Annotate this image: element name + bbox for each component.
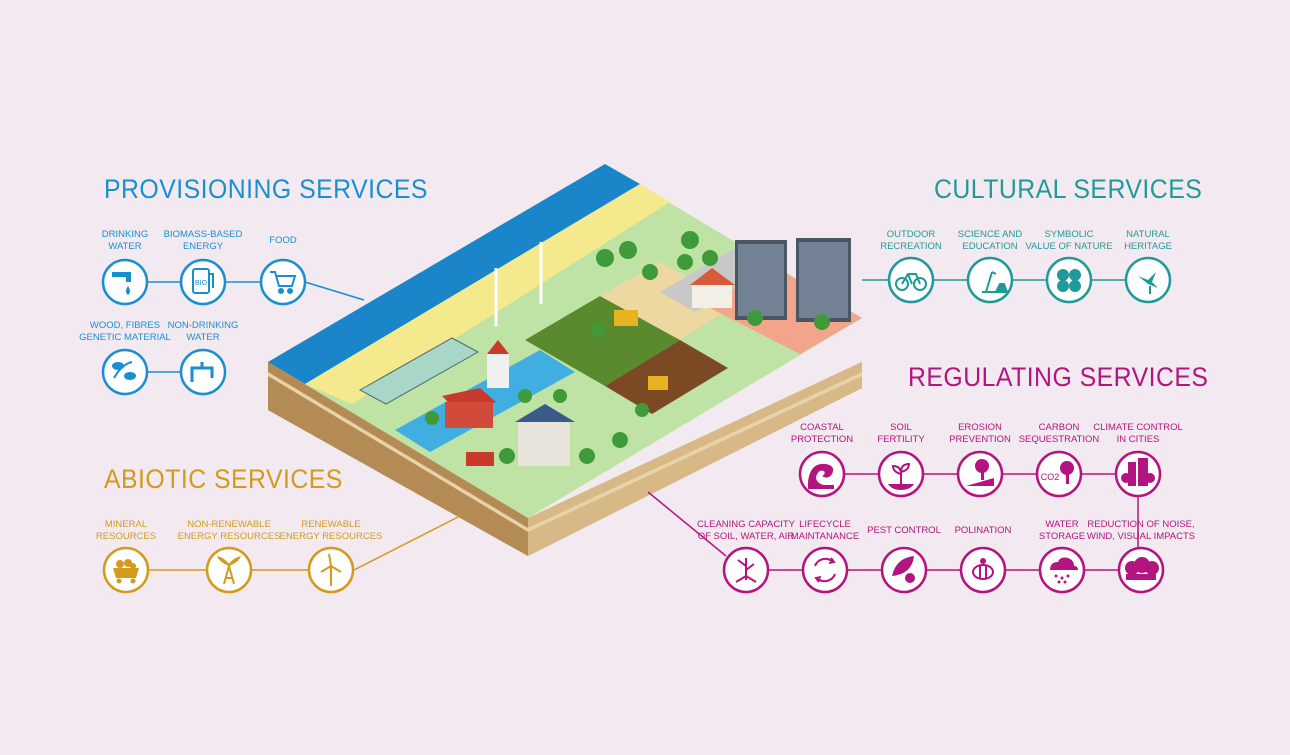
- svg-text:CO2: CO2: [1041, 472, 1060, 482]
- shopping-cart-icon: [270, 271, 297, 294]
- ladybug-leaf-icon: [892, 556, 915, 583]
- roots-icon: [735, 558, 757, 583]
- climate-control-node: [1114, 450, 1162, 498]
- abiotic-services-title: ABIOTIC SERVICES: [104, 464, 343, 494]
- cycle-arrows-icon: [814, 557, 836, 583]
- label-pest-control: PEST CONTROL: [867, 525, 941, 536]
- svg-text:BIO: BIO: [195, 280, 208, 287]
- label-symbolic-value: SYMBOLIC VALUE OF NATURE: [1025, 229, 1113, 252]
- landscape-illustration: [268, 164, 862, 556]
- water-storage-node: [1038, 546, 1086, 594]
- renewable-node: [307, 546, 355, 594]
- label-lifecycle: LIFECYCLE MAINTANANCE: [790, 519, 860, 542]
- label-carbon-sequestration: CARBON SEQUESTRATION: [1018, 422, 1100, 445]
- wind-turbine-icon: [320, 553, 342, 586]
- science-education-node: [966, 256, 1014, 304]
- faucet-icon: [112, 272, 131, 295]
- food-node: [259, 258, 307, 306]
- label-food: FOOD: [269, 235, 297, 246]
- tree-row-icon: [1125, 557, 1159, 580]
- natural-heritage-node: [1124, 256, 1172, 304]
- erosion-prevention-node: [956, 450, 1004, 498]
- hummingbird-icon: [1138, 272, 1158, 294]
- label-biomass-energy: BIOMASS-BASED ENERGY: [163, 229, 243, 252]
- water-pipe-icon: [190, 362, 214, 382]
- wood-fibres-node: [101, 348, 149, 396]
- cultural-services-title: CULTURAL SERVICES: [934, 174, 1203, 204]
- label-cleaning-capacity: CLEANING CAPACITY OF SOIL, WATER, AIR: [696, 519, 795, 542]
- noise-reduction-node: [1117, 546, 1165, 594]
- provisioning-services-title: PROVISIONING SERVICES: [104, 174, 428, 204]
- non-drinking-water-node: [179, 348, 227, 396]
- label-erosion-prevention: EROSION PREVENTION: [949, 422, 1011, 445]
- city-trees-icon: [1121, 458, 1155, 486]
- non-renewable-node: [205, 546, 253, 594]
- soil-fertility-node: [877, 450, 925, 498]
- rain-cloud-icon: [1050, 557, 1078, 584]
- regulating-services-title: REGULATING SERVICES: [908, 362, 1209, 392]
- biomass-energy-node: BIO: [179, 258, 227, 306]
- cleaning-capacity-node: [722, 546, 770, 594]
- coastal-protection-node: [798, 450, 846, 498]
- co2-tree-icon: CO2: [1041, 461, 1074, 484]
- label-soil-fertility: SOIL FERTILITY: [877, 422, 925, 445]
- label-non-renewable: NON-RENEWABLE ENERGY RESOURCES: [177, 519, 281, 542]
- label-non-drinking-water: NON-DRINKING WATER: [167, 320, 239, 343]
- label-outdoor-recreation: OUTDOOR RECREATION: [880, 229, 942, 252]
- bee-icon: [972, 558, 994, 580]
- bicycle-icon: [895, 273, 927, 291]
- outdoor-recreation-node: [887, 256, 935, 304]
- lifecycle-node: [801, 546, 849, 594]
- label-drinking-water: DRINKING WATER: [101, 229, 149, 252]
- microscope-icon: [982, 271, 1009, 293]
- sprout-icon: [888, 462, 914, 490]
- tree-slope-icon: [966, 459, 994, 486]
- clover-icon: [1057, 269, 1081, 292]
- polination-node: [959, 546, 1007, 594]
- wood-fibre-icon: [112, 361, 136, 380]
- label-coastal-protection: COASTAL PROTECTION: [790, 422, 854, 445]
- label-natural-heritage: NATURAL HERITAGE: [1124, 229, 1172, 252]
- connector-lines: [148, 279, 1139, 571]
- label-noise-reduction: REDUCTION OF NOISE, WIND, VISUAL IMPACTS: [1086, 519, 1196, 542]
- pest-control-node: [880, 546, 928, 594]
- label-climate-control: CLIMATE CONTROL IN CITIES: [1093, 422, 1183, 445]
- label-renewable: RENEWABLE ENERGY RESOURCES: [279, 519, 383, 542]
- label-wood-fibres: WOOD, FIBRES GENETIC MATERIAL: [79, 320, 171, 343]
- oil-gusher-icon: [217, 556, 241, 585]
- label-mineral-resources: MINERAL RESOURCES: [95, 519, 157, 542]
- label-polination: POLINATION: [954, 525, 1012, 536]
- mine-cart-icon: [113, 559, 139, 584]
- label-science-education: SCIENCE AND EDUCATION: [957, 229, 1023, 252]
- bio-fuel-pump-icon: BIO: [192, 268, 214, 294]
- wave-icon: [808, 463, 834, 489]
- symbolic-value-node: [1045, 256, 1093, 304]
- drinking-water-node: [101, 258, 149, 306]
- label-water-storage: WATER STORAGE: [1038, 519, 1086, 542]
- carbon-sequestration-node: CO2: [1035, 450, 1083, 498]
- mineral-resources-node: [102, 546, 150, 594]
